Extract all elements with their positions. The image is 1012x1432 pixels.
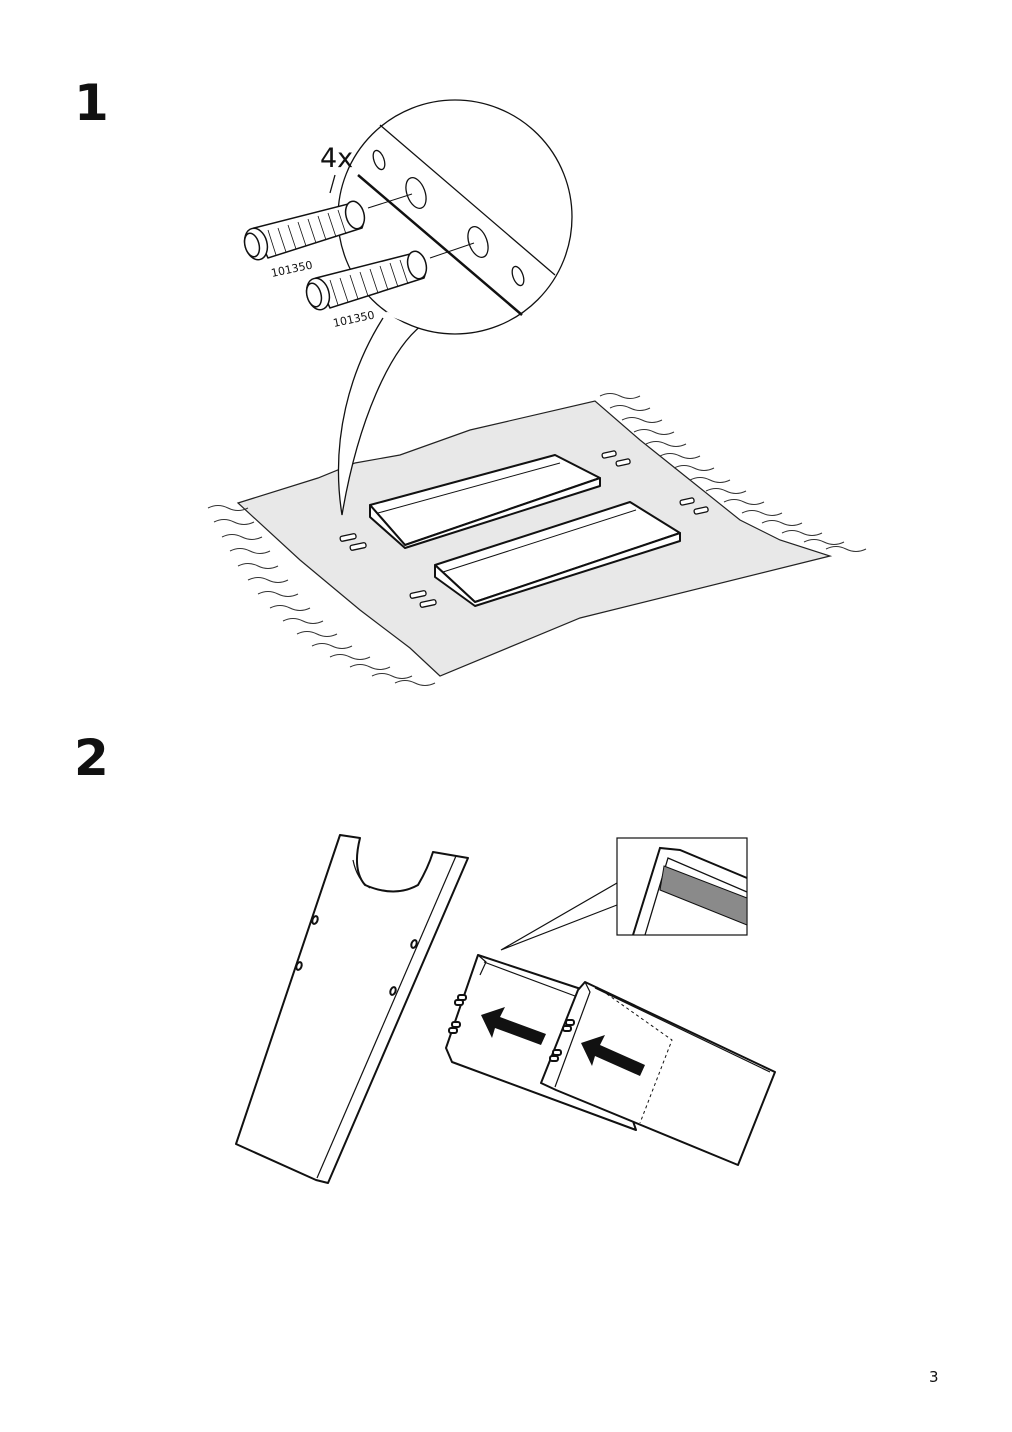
shelf-board-front (540, 981, 776, 1166)
arrow-left-1 (481, 1007, 546, 1045)
step-1-illustration: 4x 101350 101350 (207, 99, 867, 686)
shelf-board-2 (434, 501, 681, 607)
dowel-2 (305, 250, 428, 311)
arrow-left-2 (581, 1035, 645, 1076)
small-dowels (339, 450, 709, 608)
quantity-pointer (329, 174, 336, 194)
dowel-1 (243, 200, 366, 261)
step-2-number: 2 (74, 729, 109, 787)
side-panel (235, 834, 469, 1184)
quantity-label: 4x (320, 143, 353, 174)
detail-inset (500, 837, 748, 951)
step-1-number: 1 (74, 74, 109, 132)
shelf-board-1 (369, 454, 601, 549)
page-number: 3 (929, 1368, 939, 1386)
